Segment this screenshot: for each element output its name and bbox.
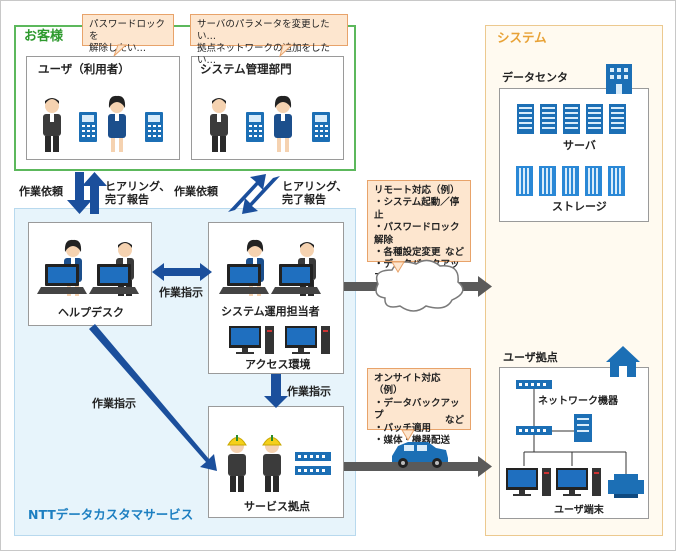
admin-callout-line-1: サーバのパラメータを変更したい… bbox=[197, 19, 330, 42]
user-base-label: ユーザ拠点 bbox=[503, 351, 558, 364]
request-left-label: 作業依頼 bbox=[19, 185, 63, 198]
building-icon bbox=[606, 64, 632, 94]
datacenter-label: データセンタ bbox=[502, 71, 568, 84]
server-label: サーバ bbox=[563, 139, 596, 152]
operator-label: システム運用担当者 bbox=[221, 305, 320, 318]
remote-item-2: ・パスワードロック解除 bbox=[374, 222, 460, 246]
user-callout-line-1: パスワードロックを bbox=[89, 19, 166, 42]
admin-box-label: システム管理部門 bbox=[200, 62, 292, 76]
remote-callout: リモート対応（例） ・システム起動／停止 ・パスワードロック解除 ・各種設定変更… bbox=[367, 180, 471, 283]
onsite-callout-title: オンサイト対応（例） bbox=[374, 373, 441, 397]
access-env-label: アクセス環境 bbox=[245, 358, 311, 371]
onsite-callout: オンサイト対応（例） ・データバックアップ ・パッチ適用 ・媒体・機器配送 など bbox=[367, 368, 471, 446]
system-title: システム bbox=[497, 30, 547, 45]
storage-label: ストレージ bbox=[552, 200, 607, 213]
storage-icons bbox=[516, 166, 625, 196]
instruct-down-label: 作業指示 bbox=[287, 385, 331, 398]
service-switches bbox=[295, 452, 331, 475]
user-box-label: ユーザ（利用者） bbox=[38, 62, 130, 76]
house-icon bbox=[606, 346, 640, 377]
helpdesk-label: ヘルプデスク bbox=[58, 306, 124, 319]
user-terminal-label: ユーザ端末 bbox=[554, 505, 604, 516]
hearing-right-label-2: 完了報告 bbox=[282, 193, 326, 206]
onsite-callout-tail bbox=[401, 429, 415, 441]
helpdesk-laptops bbox=[37, 264, 139, 294]
remote-item-1: ・システム起動／停止 bbox=[374, 197, 460, 221]
remote-callout-tail bbox=[391, 261, 405, 273]
network-label: ネットワーク機器 bbox=[538, 396, 618, 407]
instruct-arrows bbox=[89, 263, 288, 471]
hearing-right-label-1: ヒアリング、 bbox=[282, 180, 348, 193]
rack-server-icon bbox=[574, 414, 592, 442]
remote-callout-title: リモート対応（例） bbox=[374, 185, 460, 196]
network-lines bbox=[523, 389, 627, 474]
instruct-mid-label: 作業指示 bbox=[159, 286, 203, 299]
operator-laptops bbox=[219, 264, 321, 294]
admin-callout-tail bbox=[279, 44, 294, 58]
admin-callout-line-2: 拠点ネットワークの追加をしたい… bbox=[197, 43, 331, 66]
network-icons bbox=[516, 380, 592, 442]
hearing-left-label-1: ヒアリング、 bbox=[105, 180, 171, 193]
instruct-diag-label: 作業指示 bbox=[92, 397, 136, 410]
access-env-desktops bbox=[229, 326, 330, 354]
server-icons bbox=[517, 104, 626, 134]
service-base-label: サービス拠点 bbox=[244, 500, 310, 513]
car-icon bbox=[392, 442, 448, 468]
onsite-item-3: ・媒体・機器配送 bbox=[374, 435, 451, 447]
onsite-item-1: ・データバックアップ bbox=[374, 397, 460, 422]
service-people bbox=[227, 434, 282, 493]
request-hearing-arrows bbox=[67, 172, 280, 214]
remote-etc: など bbox=[444, 246, 464, 258]
user-callout-tail bbox=[113, 44, 128, 57]
hearing-left-label-2: 完了報告 bbox=[105, 193, 149, 206]
onsite-item-2: ・パッチ適用 bbox=[374, 422, 432, 434]
admin-callout: サーバのパラメータを変更したい… 拠点ネットワークの追加をしたい… bbox=[190, 14, 348, 66]
onsite-etc: など bbox=[444, 414, 464, 426]
cloud-icon bbox=[375, 259, 464, 312]
customer-title: お客様 bbox=[24, 29, 64, 44]
printer-icon bbox=[608, 474, 644, 498]
request-right-label: 作業依頼 bbox=[174, 185, 218, 198]
ntt-title: NTTデータカスタマサービス bbox=[28, 507, 194, 522]
onsite-connection bbox=[344, 456, 492, 477]
remote-item-3: ・各種設定変更 bbox=[374, 247, 441, 259]
user-terminals bbox=[506, 468, 601, 496]
